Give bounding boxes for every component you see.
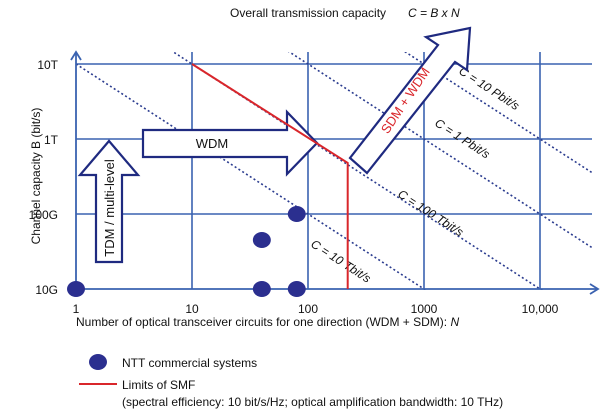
series bbox=[67, 63, 349, 297]
legend-label-smf: Limits of SMF bbox=[122, 378, 195, 392]
tdm-arrow-label: TDM / multi-level bbox=[102, 159, 117, 257]
x-tick-label: 100 bbox=[298, 302, 318, 316]
axis-labels: Number of optical transceiver circuits f… bbox=[29, 108, 459, 329]
x-axis-label: Number of optical transceiver circuits f… bbox=[76, 315, 459, 329]
legend-sublabel-smf: (spectral efficiency: 10 bit/s/Hz; optic… bbox=[122, 395, 503, 409]
x-axis-arrowhead bbox=[589, 283, 600, 295]
chart-title: Overall transmission capacity C = B x N bbox=[230, 6, 460, 20]
sdm-wdm-arrow-shape bbox=[348, 26, 472, 175]
axes bbox=[70, 50, 600, 295]
y-tick-label: 100G bbox=[29, 208, 58, 222]
ntt-system-point bbox=[252, 281, 271, 297]
x-tick-label: 1 bbox=[73, 302, 80, 316]
wdm-arrow-label: WDM bbox=[196, 136, 229, 151]
smf-limit-line bbox=[191, 63, 349, 289]
legend-dot-marker bbox=[89, 354, 107, 370]
ntt-system-point bbox=[287, 206, 306, 222]
y-axis-arrowhead bbox=[70, 50, 82, 61]
x-tick-label: 10 bbox=[185, 302, 199, 316]
wdm-arrow-shape bbox=[141, 109, 319, 177]
y-tick-label: 10G bbox=[35, 283, 58, 297]
legend-label-ntt: NTT commercial systems bbox=[122, 356, 257, 370]
iso-capacity-label: C = 100 Tbit/s bbox=[395, 187, 466, 240]
ntt-system-point bbox=[67, 281, 85, 297]
title-formula: C = B x N bbox=[408, 6, 460, 20]
y-tick-label: 10T bbox=[37, 58, 58, 72]
tick-labels: 1 10 100 1000 10,000 10G 100G 1T 10T bbox=[29, 58, 559, 316]
tdm-arrow-shape bbox=[77, 139, 141, 264]
x-tick-label: 1000 bbox=[411, 302, 438, 316]
y-axis-label: Channel capacity B (bit/s) bbox=[29, 108, 43, 245]
iso-capacity-line bbox=[403, 52, 592, 174]
x-axis-label-text: Number of optical transceiver circuits f… bbox=[76, 315, 450, 329]
x-axis-label-var: N bbox=[450, 315, 459, 329]
x-tick-label: 10,000 bbox=[522, 302, 559, 316]
y-tick-label: 1T bbox=[44, 133, 59, 147]
title-text: Overall transmission capacity bbox=[230, 6, 386, 20]
iso-capacity-label: C = 10 Tbit/s bbox=[308, 237, 373, 286]
ntt-system-point bbox=[252, 232, 271, 249]
ntt-system-point bbox=[287, 281, 306, 297]
